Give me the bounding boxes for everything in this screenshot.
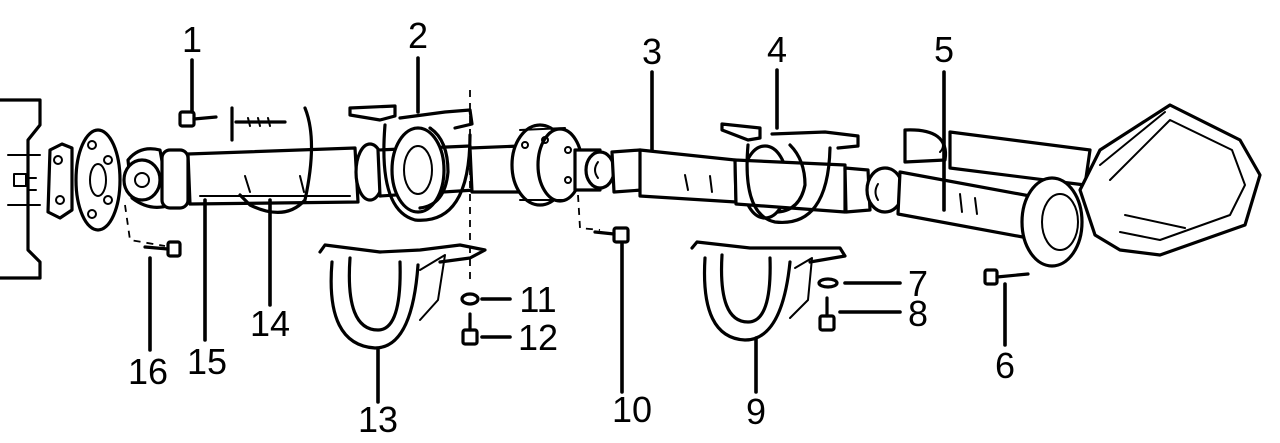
bolt-14-loop xyxy=(238,106,314,215)
leader-lines xyxy=(148,56,1007,404)
bolt-8 xyxy=(818,296,836,332)
transmission-flange-stub xyxy=(0,98,42,280)
middle-propshaft xyxy=(468,123,738,207)
callout-9: 9 xyxy=(746,391,766,432)
alignment-lines xyxy=(124,90,601,280)
callout-15: 15 xyxy=(187,341,227,382)
callout-13: 13 xyxy=(358,399,398,440)
front-propshaft xyxy=(122,142,477,210)
bolt-1 xyxy=(178,110,218,128)
differential-housing xyxy=(948,103,1262,268)
lower-bracket-9 xyxy=(690,240,847,342)
callout-16: 16 xyxy=(128,351,168,392)
rear-propshaft xyxy=(843,128,1032,240)
bolt-15-upper xyxy=(230,106,287,142)
bolt-6 xyxy=(983,268,1030,286)
lower-bracket-13 xyxy=(318,243,487,350)
callout-14: 14 xyxy=(250,303,290,344)
washer-7 xyxy=(817,277,839,289)
callout-labels: 1 2 3 4 5 6 7 8 9 10 11 12 13 14 15 16 xyxy=(128,15,1015,440)
bolt-10 xyxy=(593,226,630,244)
callout-2: 2 xyxy=(408,15,428,56)
bolt-16 xyxy=(143,240,182,258)
callout-3: 3 xyxy=(642,31,662,72)
washer-11 xyxy=(460,292,480,306)
callout-7: 7 xyxy=(908,263,928,304)
flange-plate xyxy=(46,142,74,220)
callout-12: 12 xyxy=(518,317,558,358)
callout-10: 10 xyxy=(612,389,652,430)
callout-8: 8 xyxy=(908,293,928,334)
callout-11: 11 xyxy=(519,279,556,320)
drive-disc xyxy=(74,128,122,232)
callout-5: 5 xyxy=(934,29,954,70)
callout-1: 1 xyxy=(182,19,202,60)
center-bearing-rear xyxy=(720,122,860,224)
bolt-12 xyxy=(461,312,479,346)
callout-4: 4 xyxy=(767,29,787,70)
callout-6: 6 xyxy=(995,345,1015,386)
